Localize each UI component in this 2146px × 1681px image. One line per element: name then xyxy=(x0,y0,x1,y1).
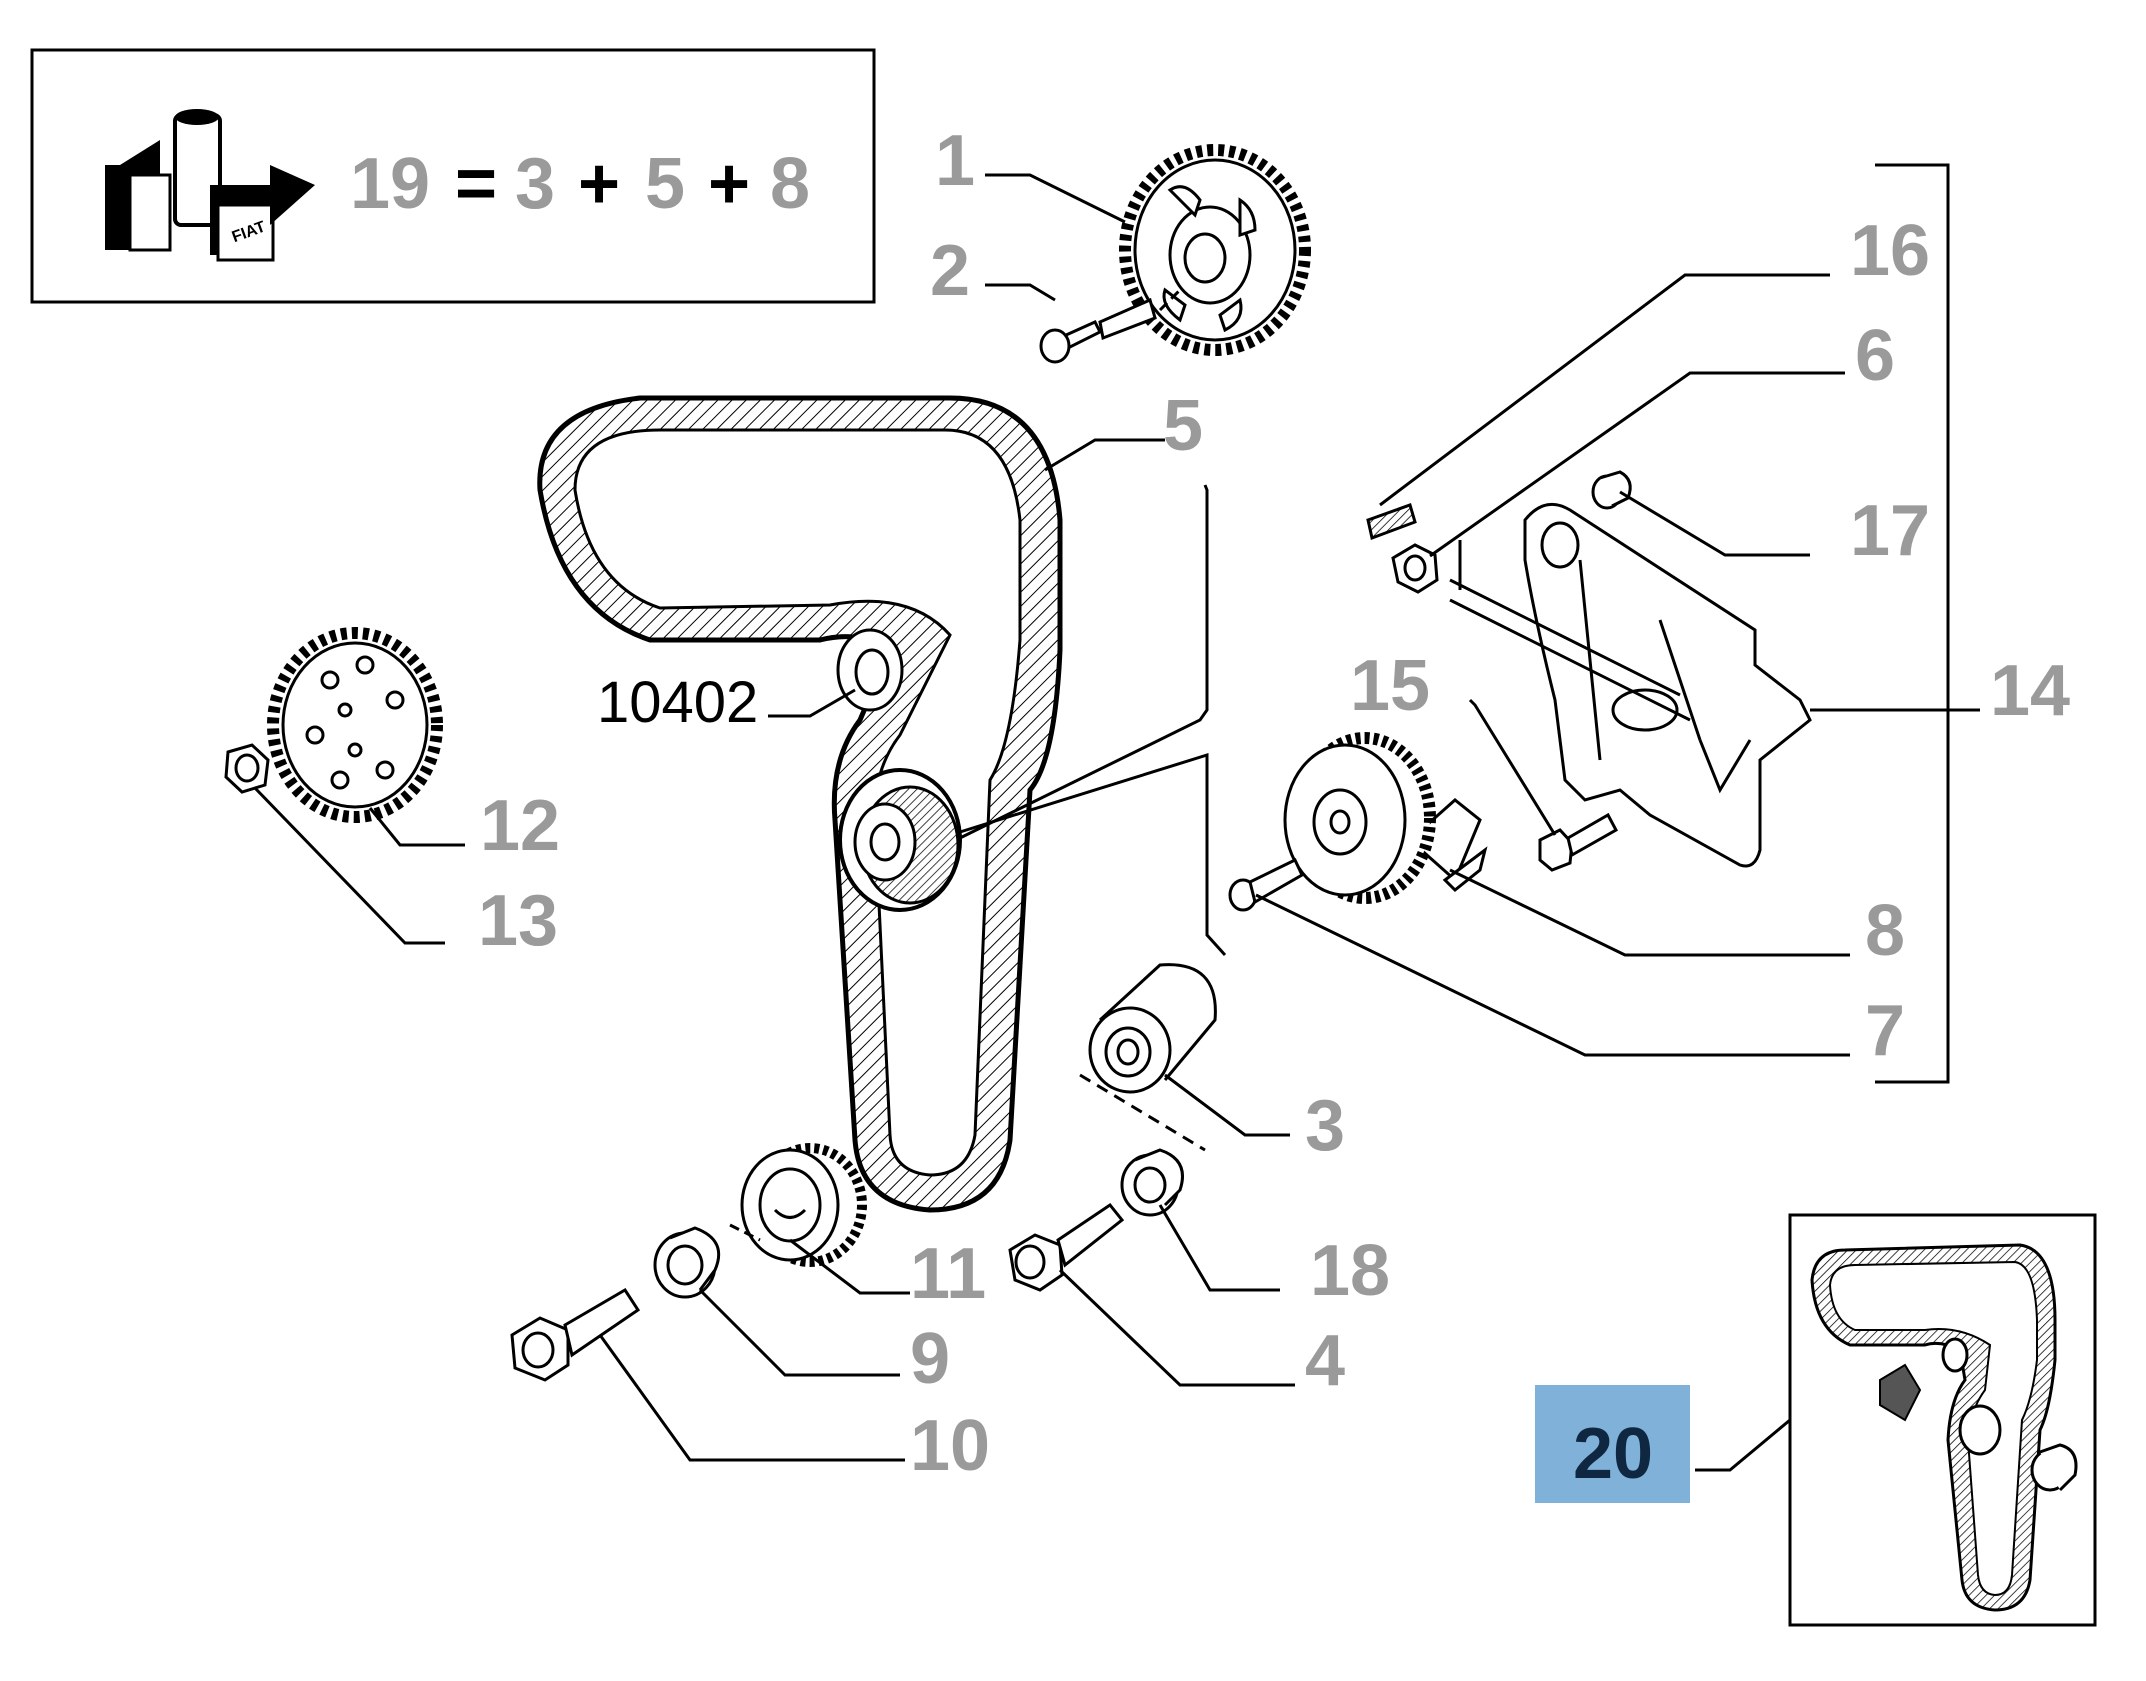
callout-14: 14 xyxy=(1990,651,2070,731)
formula-part-3: 8 xyxy=(770,144,810,224)
kit-20-label: 20 xyxy=(1573,1414,1653,1494)
equals-sign: = xyxy=(455,144,497,224)
belt-idler xyxy=(836,628,904,712)
callout-10: 10 xyxy=(910,1406,990,1486)
crankshaft-nut xyxy=(224,743,270,794)
tensioner-8 xyxy=(1283,732,1488,904)
belt-reference-label: 10402 xyxy=(597,670,758,735)
callout-16: 16 xyxy=(1850,211,1930,291)
callout-9: 9 xyxy=(910,1319,950,1399)
kit-inset xyxy=(1788,1213,2097,1627)
plus-sign-1: + xyxy=(578,144,620,224)
kit-box-icon: FIAT xyxy=(105,109,315,262)
callout-3: 3 xyxy=(1305,1086,1345,1166)
bush-17 xyxy=(1591,470,1632,510)
callout-11: 11 xyxy=(910,1234,986,1314)
formula-part-1: 3 xyxy=(515,144,555,224)
spacer-18 xyxy=(1120,1148,1184,1217)
bolt-7 xyxy=(1228,857,1304,912)
nut-6 xyxy=(1391,543,1439,594)
idler-roller xyxy=(1088,963,1217,1094)
kit-number: 19 xyxy=(350,144,430,224)
plus-sign-2: + xyxy=(708,144,750,224)
callout-6: 6 xyxy=(1855,316,1895,396)
crankshaft-gear xyxy=(267,627,443,823)
belt-tensioner-pulley xyxy=(838,768,962,912)
callouts: 1 2 5 16 6 17 15 14 8 7 3 18 4 11 9 10 1… xyxy=(478,121,2070,1486)
formula-part-2: 5 xyxy=(645,144,685,224)
kit-20-callout: 20 xyxy=(1535,1385,1690,1503)
callout-8: 8 xyxy=(1865,891,1905,971)
bolt-10 xyxy=(510,1287,641,1382)
callout-2: 2 xyxy=(930,231,970,311)
bolt-4 xyxy=(1008,1202,1125,1292)
stud-16 xyxy=(1366,503,1417,541)
callout-5: 5 xyxy=(1163,386,1203,466)
timing-belt xyxy=(537,395,1063,1213)
camshaft-bolt xyxy=(1039,288,1182,364)
callout-1: 1 xyxy=(935,121,975,201)
callout-12: 12 xyxy=(480,786,560,866)
callout-4: 4 xyxy=(1305,1321,1345,1401)
callout-13: 13 xyxy=(478,881,558,961)
callout-7: 7 xyxy=(1865,991,1905,1071)
leader-lines xyxy=(253,173,1980,1472)
callout-15: 15 xyxy=(1350,646,1430,726)
kit-formula-box: FIAT 19 = 3 + 5 + 8 xyxy=(30,48,876,304)
kit-formula: 19 = 3 + 5 + 8 xyxy=(350,144,810,224)
callout-18: 18 xyxy=(1310,1231,1390,1311)
spacer-9 xyxy=(653,1226,721,1299)
bolt-15 xyxy=(1538,812,1619,872)
pulley-11 xyxy=(740,1143,867,1267)
callout-17: 17 xyxy=(1850,491,1930,571)
tensioner-bracket xyxy=(1523,502,1812,868)
